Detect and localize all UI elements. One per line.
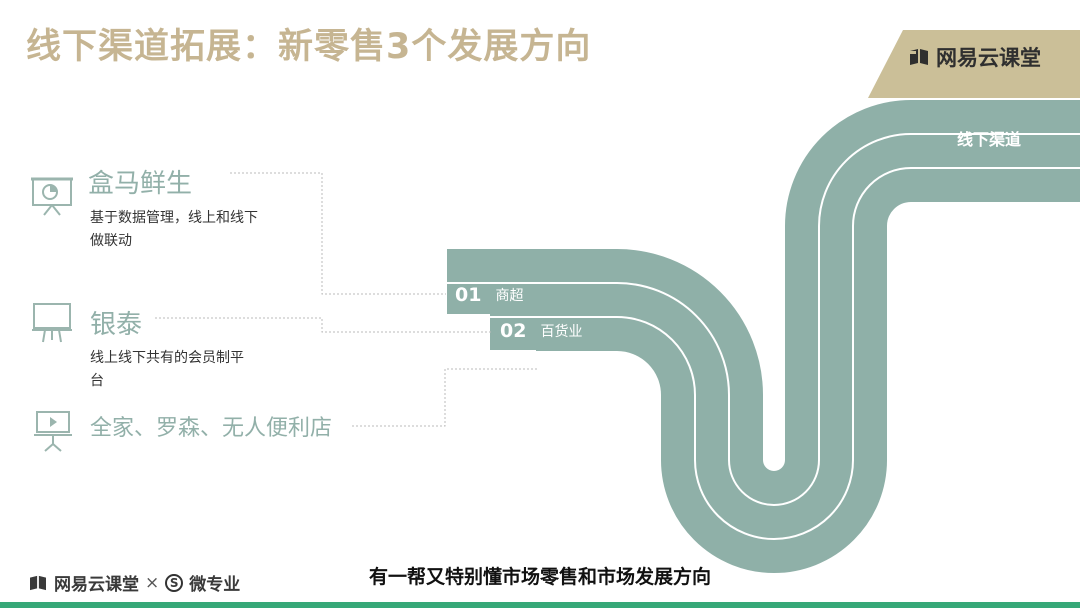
stop-03: 03 便利店 <box>547 357 629 379</box>
item-title: 银泰 <box>90 310 143 340</box>
road-mask-stop2 <box>445 314 490 354</box>
item-title: 全家、罗森、无人便利店 <box>90 416 333 441</box>
stop-number: 03 <box>547 357 574 379</box>
brand-name-top: 网易云课堂 <box>936 46 1041 70</box>
road-mask-stop3 <box>445 350 536 390</box>
item-description: 基于数据管理，线上和线下 做联动 <box>90 207 258 253</box>
stop-number: 01 <box>455 284 482 306</box>
book-icon <box>910 49 928 65</box>
times-sign: × <box>145 572 160 593</box>
stop-02: 02 百货业 <box>500 320 582 342</box>
partner-name: 微专业 <box>189 575 241 595</box>
connector-3 <box>352 368 538 427</box>
progress-bar <box>0 602 1080 608</box>
video-screen-icon <box>34 411 72 452</box>
connector-2 <box>155 317 492 333</box>
stop-label: 商超 <box>495 288 524 304</box>
stop-01: 01 商超 <box>455 284 523 306</box>
presentation-board-icon <box>31 177 73 216</box>
easel-icon <box>32 303 72 343</box>
item-title: 盒马鲜生 <box>88 169 193 199</box>
connector-1b <box>321 173 446 295</box>
desc-line: 基于数据管理，线上和线下 <box>90 210 258 226</box>
desc-line: 台 <box>90 373 104 389</box>
road-label: 线下渠道 <box>957 130 1022 149</box>
stop-label: 便利店 <box>587 361 630 377</box>
road-mask-left-top <box>430 250 445 350</box>
book-icon <box>30 575 46 590</box>
video-subtitle: 有一帮又特别懂市场零售和市场发展方向 <box>368 566 711 588</box>
stop-number: 02 <box>500 320 527 342</box>
slide-title: 线下渠道拓展：新零售3个发展方向 <box>26 27 592 67</box>
brand-logo-top: 网易云课堂 <box>908 42 1041 72</box>
partner-logo-icon: S <box>165 573 184 592</box>
item-description: 线上线下共有的会员制平 台 <box>90 347 244 393</box>
desc-line: 线上线下共有的会员制平 <box>90 350 244 366</box>
road-lane-core <box>447 135 1080 538</box>
desc-line: 做联动 <box>90 233 132 249</box>
footer-brand-name: 网易云课堂 <box>54 575 139 595</box>
stop-label: 百货业 <box>540 324 583 340</box>
footer-brand: 网易云课堂 × S 微专业 <box>28 570 240 595</box>
brand-tab <box>868 30 1080 98</box>
